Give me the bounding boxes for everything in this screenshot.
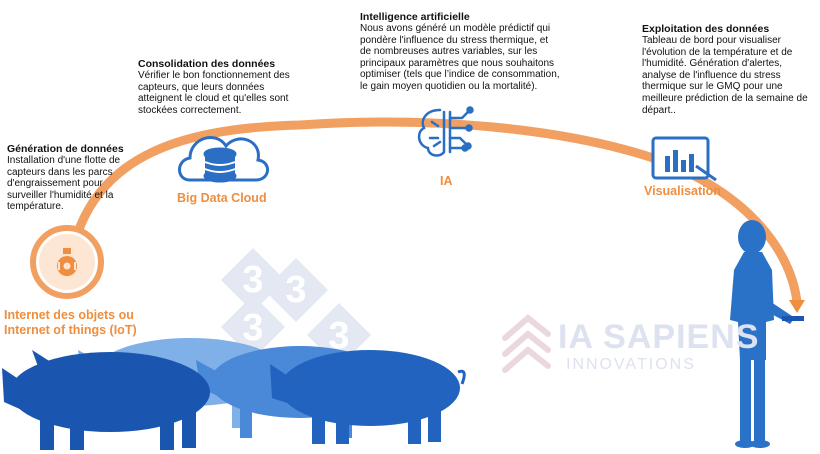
iot-node — [30, 225, 104, 299]
viz-body: Tableau de bord pour visualiser l'évolut… — [642, 35, 808, 116]
watermark-badge-2 — [264, 258, 328, 322]
arc-arrowhead — [789, 300, 805, 313]
ai-heading: Intelligence artificielle — [360, 11, 470, 23]
pig-herd — [2, 338, 466, 450]
viz-label: Visualisation — [644, 184, 721, 198]
iot-heading: Génération de données — [7, 143, 124, 155]
pig-silhouette — [2, 350, 210, 450]
viz-heading: Exploitation des données — [642, 23, 770, 35]
dashboard-chart-icon — [651, 136, 717, 182]
watermark-badge-1 — [221, 248, 285, 312]
watermark-brand: IA SAPIENS — [558, 318, 760, 356]
watermark-digit: 3 — [328, 315, 349, 357]
watermark-digit: 3 — [285, 269, 306, 311]
cloud-body: Vérifier le bon fonctionnement des capte… — [138, 70, 290, 116]
ai-body: Nous avons généré un modèle prédictif qu… — [360, 23, 560, 92]
iot-label-line2: Internet of things (IoT) — [4, 323, 137, 337]
watermark-digit: 3 — [242, 259, 263, 301]
pig-silhouette — [270, 350, 466, 444]
viz-description: Exploitation des données Tableau de bord… — [642, 23, 814, 116]
iot-label: Internet des objets ou Internet of thing… — [4, 308, 137, 338]
ai-description: Intelligence artificielle Nous avons gén… — [360, 11, 562, 93]
cloud-database-icon — [178, 136, 269, 183]
iot-body: Installation d'une flotte de capteurs da… — [7, 155, 121, 213]
watermark-brand-sub: INNOVATIONS — [566, 356, 696, 373]
tablet-icon — [782, 316, 804, 321]
person-silhouette — [730, 220, 804, 448]
watermark-digit: 3 — [242, 307, 263, 349]
sensor-icon — [57, 248, 77, 276]
ai-label: IA — [440, 174, 453, 188]
cloud-label: Big Data Cloud — [177, 191, 267, 205]
iot-label-line1: Internet des objets ou — [4, 308, 134, 322]
ia-sapiens-logo-icon — [502, 314, 551, 373]
iot-description: Génération de données Installation d'une… — [7, 143, 132, 213]
brain-circuit-icon — [417, 106, 474, 157]
cloud-heading: Consolidation des données — [138, 58, 276, 70]
cloud-description: Consolidation des données Vérifier le bo… — [138, 58, 306, 116]
process-arc — [65, 117, 802, 307]
